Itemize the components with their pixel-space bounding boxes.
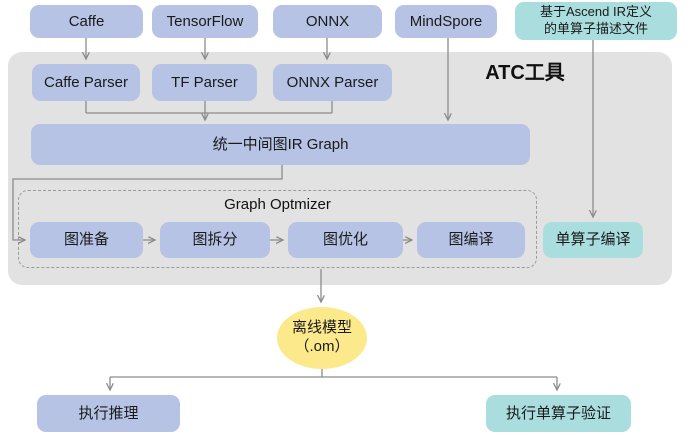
node-ascend-ir-op-file: 基于Ascend IR定义 的单算子描述文件 xyxy=(515,2,677,40)
node-single-op-compile: 单算子编译 xyxy=(543,222,643,258)
node-offline-model: 离线模型 （.om） xyxy=(277,307,367,369)
node-run-single-op-verify: 执行单算子验证 xyxy=(486,395,631,432)
graph-optimizer-title: Graph Optmizer xyxy=(224,196,331,213)
node-tensorflow: TensorFlow xyxy=(152,5,258,38)
node-graph-optimize: 图优化 xyxy=(288,222,403,258)
node-caffe-parser: Caffe Parser xyxy=(32,64,140,101)
node-mindspore: MindSpore xyxy=(395,5,497,38)
offline-model-line2: （.om） xyxy=(294,338,350,355)
offline-model-line1: 离线模型 xyxy=(291,319,352,337)
node-ir-graph: 统一中间图IR Graph xyxy=(31,124,530,165)
node-run-inference: 执行推理 xyxy=(37,395,180,432)
node-onnx-parser: ONNX Parser xyxy=(273,64,392,101)
ascend-ir-op-file-line2: 的单算子描述文件 xyxy=(543,21,648,36)
node-graph-compile: 图编译 xyxy=(417,222,525,258)
node-caffe: Caffe xyxy=(30,5,143,38)
node-onnx: ONNX xyxy=(273,5,382,38)
atc-tool-title: ATC工具 xyxy=(485,62,565,84)
node-graph-prepare: 图准备 xyxy=(30,222,143,258)
node-tf-parser: TF Parser xyxy=(152,64,257,101)
node-graph-split: 图拆分 xyxy=(160,222,270,258)
ascend-ir-op-file-line1: 基于Ascend IR定义 xyxy=(540,4,652,20)
